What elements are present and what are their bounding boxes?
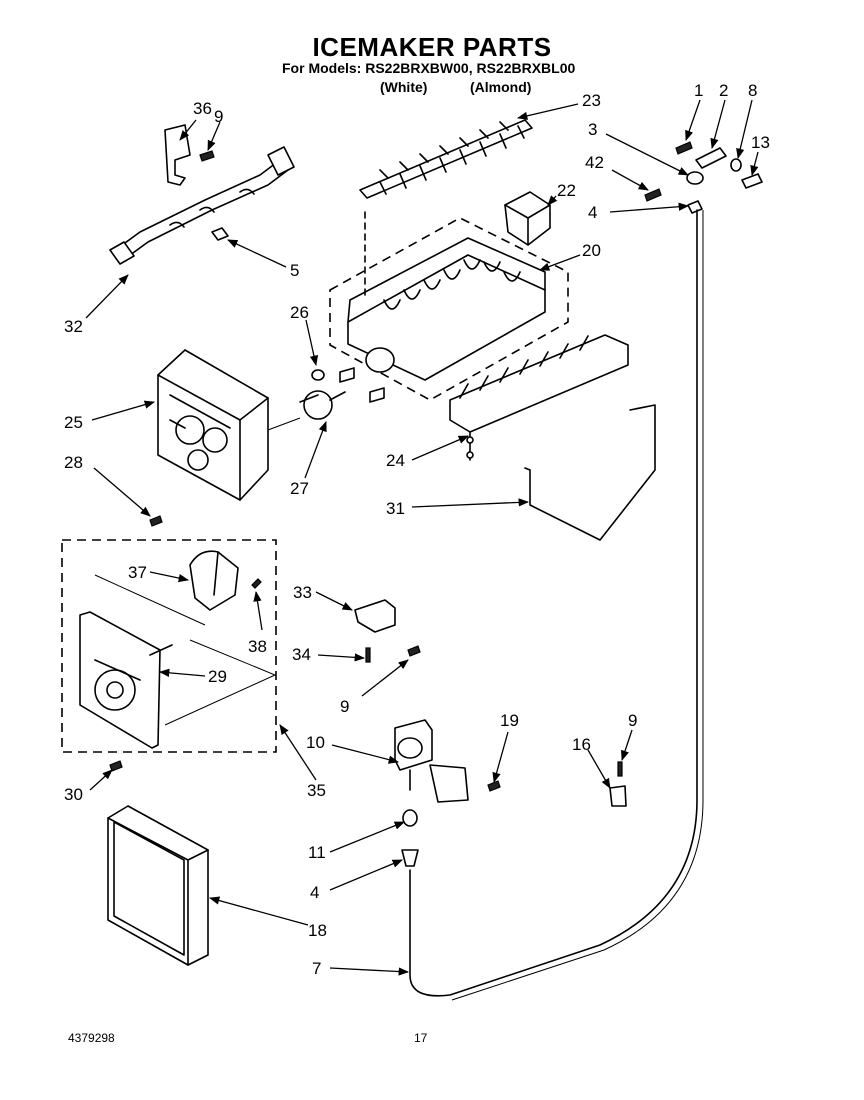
part-10-water-valve xyxy=(394,719,469,803)
callout-4-top: 4 xyxy=(588,203,597,222)
part-4-grommet-top xyxy=(687,200,703,214)
callout-29: 29 xyxy=(208,667,227,686)
variant-almond: (Almond) xyxy=(470,79,532,95)
part-8-nut xyxy=(730,158,742,172)
part-42-screw xyxy=(644,188,662,202)
callout-34: 34 xyxy=(292,645,311,664)
part-20-dashed-outline xyxy=(329,217,569,401)
part-25-control-housing xyxy=(157,349,301,501)
callout-25: 25 xyxy=(64,413,83,432)
part-24-stripper xyxy=(449,334,629,461)
part-3-clamp xyxy=(686,171,704,185)
part-13-fitting xyxy=(741,173,763,189)
callout-31: 31 xyxy=(386,499,405,518)
variant-white: (White) xyxy=(380,79,428,95)
part-36-bracket xyxy=(164,124,191,186)
part-23-ejector-blade xyxy=(359,119,533,199)
callout-5: 5 xyxy=(290,261,299,280)
part-28-screw xyxy=(149,515,163,527)
models-line: For Models: RS22BRXBW00, RS22BRXBL00 xyxy=(282,60,576,76)
callout-9-top: 9 xyxy=(214,107,223,126)
leader-lines xyxy=(85,99,759,976)
callout-9-mid: 9 xyxy=(340,697,349,716)
part-38-screw xyxy=(251,578,262,589)
callout-38: 38 xyxy=(248,637,267,656)
callout-23: 23 xyxy=(582,91,601,110)
part-32-wire-harness xyxy=(109,146,295,265)
callout-36: 36 xyxy=(193,99,212,118)
callout-27: 27 xyxy=(290,479,309,498)
part-18-ice-bin xyxy=(107,805,209,966)
callout-37: 37 xyxy=(128,563,147,582)
document-number: 4379298 xyxy=(68,1031,115,1045)
part-9-screw-mid xyxy=(407,645,421,657)
part-16-clamp xyxy=(609,785,627,807)
callout-7: 7 xyxy=(312,959,321,978)
part-19-screw xyxy=(487,780,501,792)
part-34-screw xyxy=(365,647,371,663)
callout-labels: 23 22 20 4 3 42 1 2 8 13 36 9 5 32 26 25… xyxy=(64,81,770,978)
callout-13: 13 xyxy=(751,133,770,152)
callout-19: 19 xyxy=(500,711,519,730)
callout-1: 1 xyxy=(694,81,703,100)
callout-24: 24 xyxy=(386,451,405,470)
page-number: 17 xyxy=(414,1031,428,1045)
part-37-motor xyxy=(189,550,239,611)
part-31-shutoff-arm xyxy=(524,404,656,541)
callout-32: 32 xyxy=(64,317,83,336)
callout-35: 35 xyxy=(307,781,326,800)
page-title: ICEMAKER PARTS xyxy=(312,32,552,62)
callout-11: 11 xyxy=(308,843,326,862)
part-33-bracket xyxy=(354,599,396,633)
part-27-motor-coupling xyxy=(299,390,346,420)
callout-18: 18 xyxy=(308,921,327,940)
part-26-coupler xyxy=(311,369,325,381)
part-4-grommet-bottom xyxy=(401,849,419,867)
callout-33: 33 xyxy=(293,583,312,602)
part-35-module-outline xyxy=(61,539,277,753)
callout-30: 30 xyxy=(64,785,83,804)
part-20-ice-mold xyxy=(339,211,546,403)
part-2-fill-cup-tube xyxy=(695,147,727,169)
part-29-module-plate xyxy=(79,611,173,749)
part-7-water-tube xyxy=(409,209,698,997)
module-guide-lines xyxy=(94,574,277,726)
part-9-screw-top xyxy=(199,150,215,162)
callout-20: 20 xyxy=(582,241,601,260)
part-30-screw xyxy=(109,760,123,772)
part-5-clip xyxy=(211,227,229,241)
callout-16: 16 xyxy=(572,735,591,754)
callout-22: 22 xyxy=(557,181,576,200)
callout-9-right: 9 xyxy=(628,711,637,730)
callout-4-bottom: 4 xyxy=(310,883,319,902)
callout-2: 2 xyxy=(719,81,728,100)
callout-3: 3 xyxy=(588,120,597,139)
callout-26: 26 xyxy=(290,303,309,322)
callout-10: 10 xyxy=(306,733,325,752)
callout-28: 28 xyxy=(64,453,83,472)
part-9-screw-right xyxy=(617,761,623,777)
part-22-mold-cover xyxy=(504,191,551,246)
part-11-nut xyxy=(402,809,418,827)
part-1-screw xyxy=(675,141,693,155)
callout-42: 42 xyxy=(585,153,604,172)
callout-8: 8 xyxy=(748,81,757,100)
